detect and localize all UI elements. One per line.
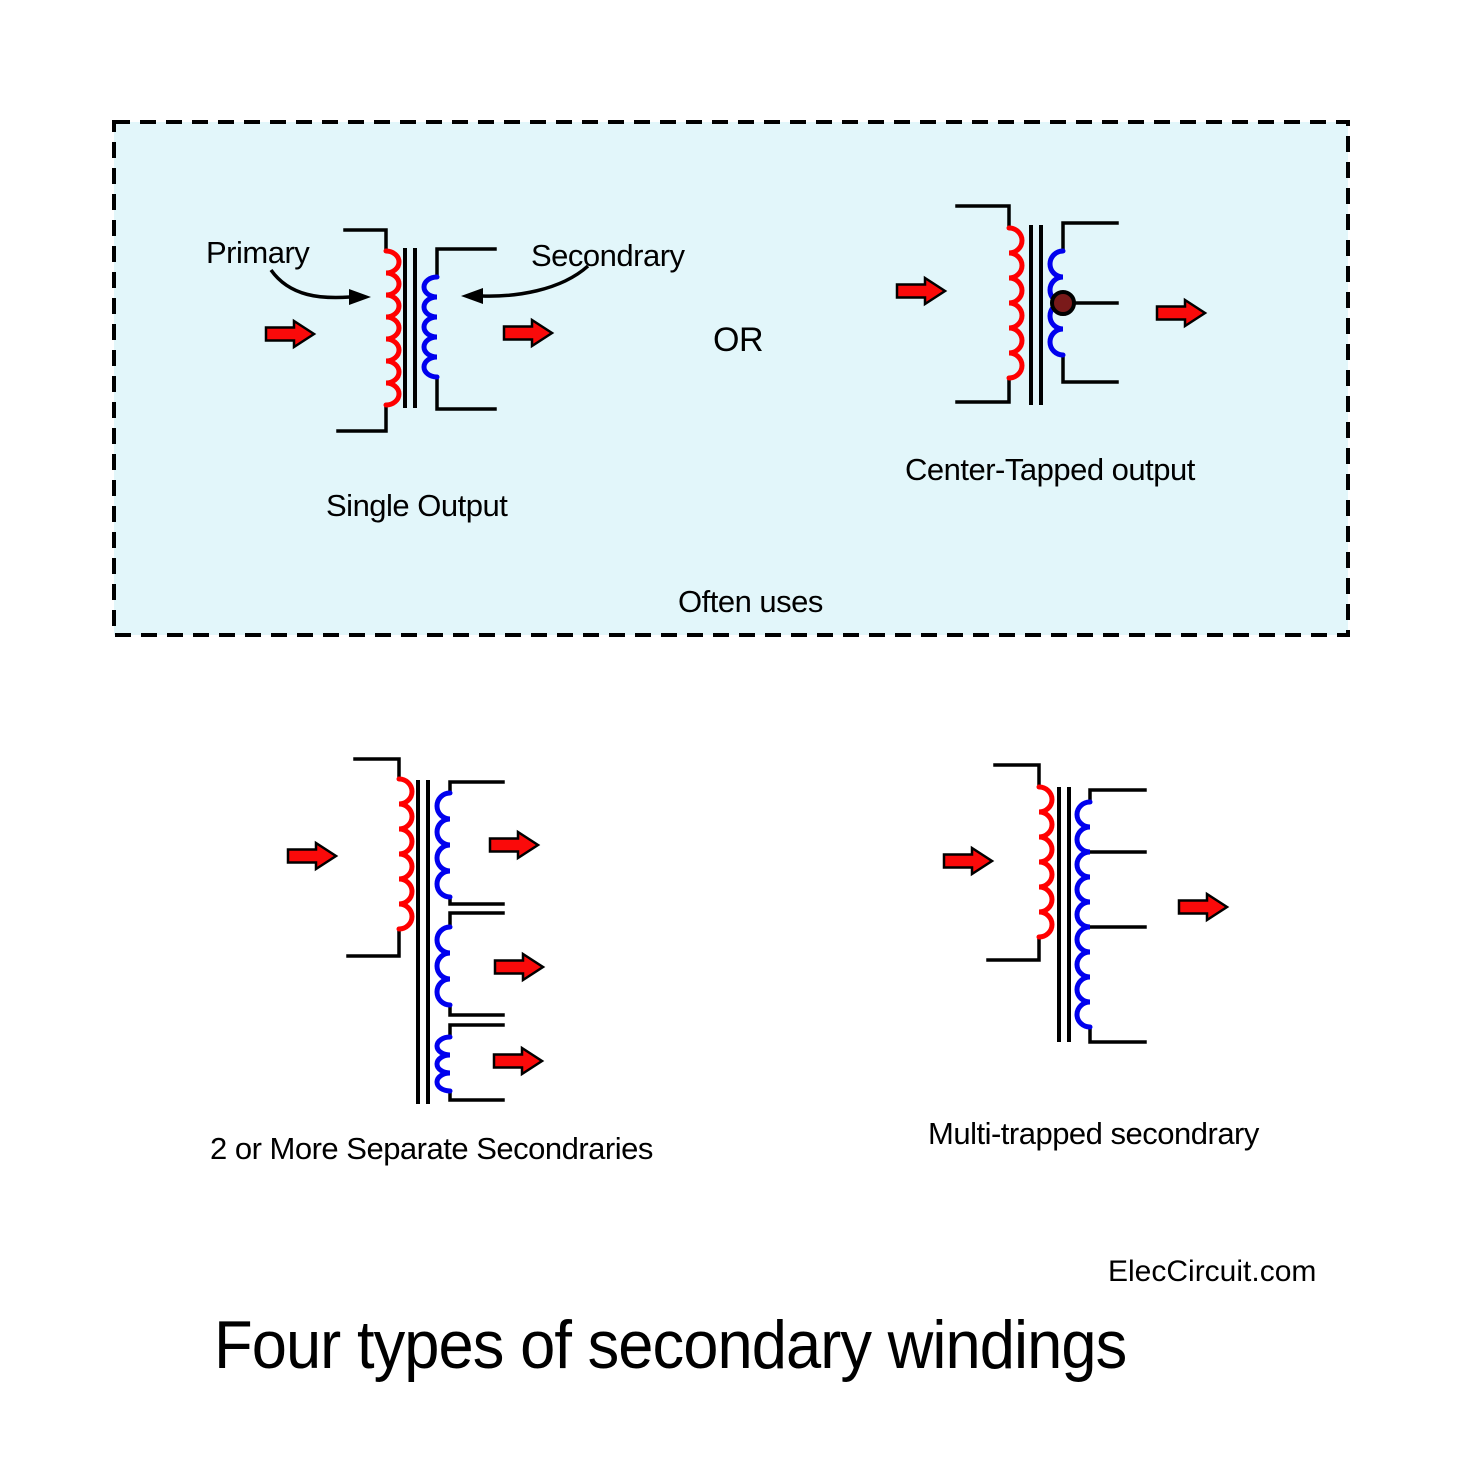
input-arrow-icon xyxy=(942,845,995,877)
secondary2-winding xyxy=(434,924,453,1008)
output-arrow-icon xyxy=(502,317,555,349)
secondary-leads xyxy=(1061,221,1119,384)
primary-leads xyxy=(986,763,1041,962)
secondary-label: Secondrary xyxy=(531,238,685,273)
secondary-leads xyxy=(435,247,497,411)
center-tap-dot xyxy=(1050,290,1076,316)
core-lines xyxy=(416,780,430,1104)
single-output-caption: Single Output xyxy=(326,488,508,523)
secondary-pointer-arrow-icon xyxy=(481,264,590,298)
primary-winding xyxy=(396,776,415,932)
output-arrow-icon xyxy=(1177,891,1230,923)
core-lines xyxy=(1057,787,1071,1042)
output2-arrow-icon xyxy=(493,951,546,983)
page-title: Four types of secondary windings xyxy=(214,1307,1127,1383)
core-lines xyxy=(403,248,417,408)
secondary3-winding xyxy=(434,1034,453,1094)
often-uses-label: Often uses xyxy=(678,584,823,619)
secondary1-winding xyxy=(434,790,453,900)
primary-winding xyxy=(1006,225,1025,381)
separate-secondaries-caption: 2 or More Separate Secondraries xyxy=(210,1131,653,1166)
primary-winding xyxy=(383,248,402,408)
input-arrow-icon xyxy=(895,275,948,307)
input-arrow-icon xyxy=(286,840,339,872)
transformer-multi-tapped xyxy=(942,763,1230,1044)
transformer-separate-secondaries xyxy=(286,757,546,1104)
secondary-pointer-head-icon xyxy=(461,288,483,304)
transformer-single-output xyxy=(264,228,590,433)
secondary-winding xyxy=(1074,799,1093,1030)
output3-arrow-icon xyxy=(492,1045,545,1077)
multi-tapped-caption: Multi-trapped secondrary xyxy=(928,1116,1259,1151)
primary-pointer-arrow-icon xyxy=(269,268,351,300)
primary-leads xyxy=(336,228,388,433)
center-tapped-caption: Center-Tapped output xyxy=(905,452,1195,487)
output-arrow-icon xyxy=(1155,297,1208,329)
primary-leads xyxy=(346,757,401,958)
primary-label: Primary xyxy=(206,235,310,270)
core-lines xyxy=(1029,225,1043,405)
primary-winding xyxy=(1036,784,1055,940)
brand-text: ElecCircuit.com xyxy=(1108,1255,1317,1288)
secondary2-leads xyxy=(448,911,505,1017)
secondary-leads xyxy=(1088,788,1147,1044)
transformer-center-tapped xyxy=(895,204,1208,405)
primary-pointer-head-icon xyxy=(349,289,371,305)
output1-arrow-icon xyxy=(488,829,541,861)
often-uses-panel xyxy=(112,120,1350,637)
input-arrow-icon xyxy=(264,318,317,350)
primary-leads xyxy=(955,204,1011,404)
secondary3-leads xyxy=(448,1023,505,1102)
or-label: OR xyxy=(713,321,764,359)
secondary-winding xyxy=(421,274,440,380)
